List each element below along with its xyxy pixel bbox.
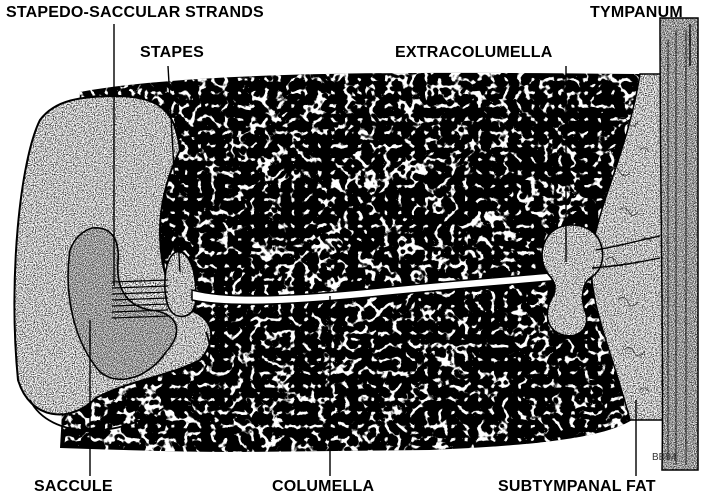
label-extracolumella: EXTRACOLUMELLA — [395, 44, 552, 62]
label-stapes: STAPES — [140, 44, 204, 62]
label-tympanum: TYMPANUM — [590, 4, 683, 22]
label-columella: COLUMELLA — [272, 478, 374, 496]
label-subtympanal-fat: SUBTYMPANAL FAT — [498, 478, 656, 496]
artist-signature: BB94 — [652, 452, 676, 463]
label-stapedo-saccular-strands: STAPEDO-SACCULAR STRANDS — [6, 4, 264, 22]
tympanum-membrane — [660, 18, 698, 470]
label-saccule: SACCULE — [34, 478, 113, 496]
